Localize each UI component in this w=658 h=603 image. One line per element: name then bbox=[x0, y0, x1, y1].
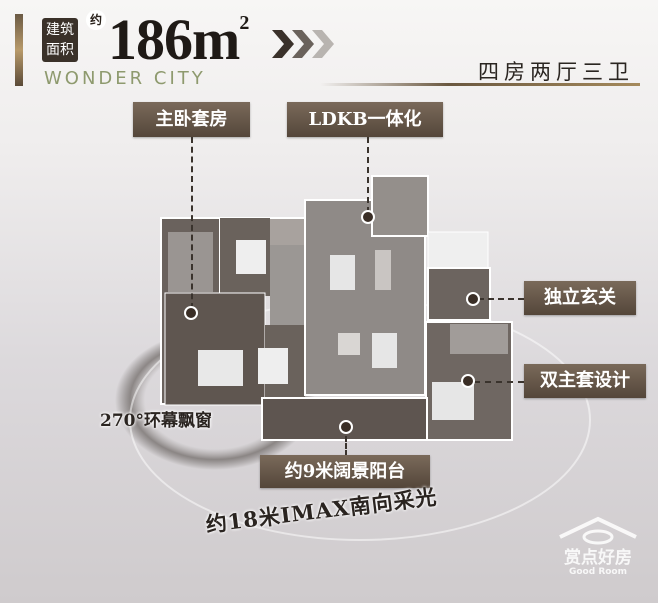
callout-line bbox=[191, 137, 193, 309]
badge-line-2: 面积 bbox=[46, 42, 74, 58]
marker-dot bbox=[184, 306, 198, 320]
callout-dual-master: 双主套设计 bbox=[524, 364, 646, 398]
layout-type: 四房两厅三卫 bbox=[478, 60, 634, 84]
area-badge: 建筑 面积 bbox=[42, 18, 78, 62]
area-sup: 2 bbox=[239, 12, 249, 34]
marker-dot bbox=[466, 292, 480, 306]
chevrons-icon bbox=[272, 30, 334, 58]
badge-line-1: 建筑 bbox=[46, 22, 74, 38]
callout-balcony: 约9米阔景阳台 bbox=[260, 455, 430, 488]
callout-line bbox=[474, 381, 524, 383]
callout-bay-window: 270°环幕飘窗 bbox=[100, 411, 212, 431]
callout-line bbox=[478, 298, 524, 300]
marker-dot bbox=[461, 374, 475, 388]
brand-logo: WONDER CITY bbox=[44, 68, 206, 89]
decorative-bar bbox=[15, 14, 23, 86]
callout-ldkb: LDKB一体化 bbox=[287, 102, 443, 137]
approx-label: 约 bbox=[86, 10, 106, 30]
area-value: 186m2 bbox=[108, 6, 249, 73]
watermark-cn: 赏点好房 bbox=[564, 548, 632, 568]
area-number: 186m bbox=[108, 7, 240, 72]
watermark: 赏点好房 Good Room bbox=[548, 515, 648, 577]
callout-line bbox=[367, 137, 369, 213]
marker-dot bbox=[339, 420, 353, 434]
divider bbox=[320, 83, 640, 86]
callout-line bbox=[345, 436, 347, 456]
callout-foyer: 独立玄关 bbox=[524, 281, 636, 315]
watermark-en: Good Room bbox=[568, 567, 627, 577]
callout-master-suite: 主卧套房 bbox=[133, 102, 250, 137]
marker-dot bbox=[361, 210, 375, 224]
house-eye-icon bbox=[559, 516, 637, 545]
